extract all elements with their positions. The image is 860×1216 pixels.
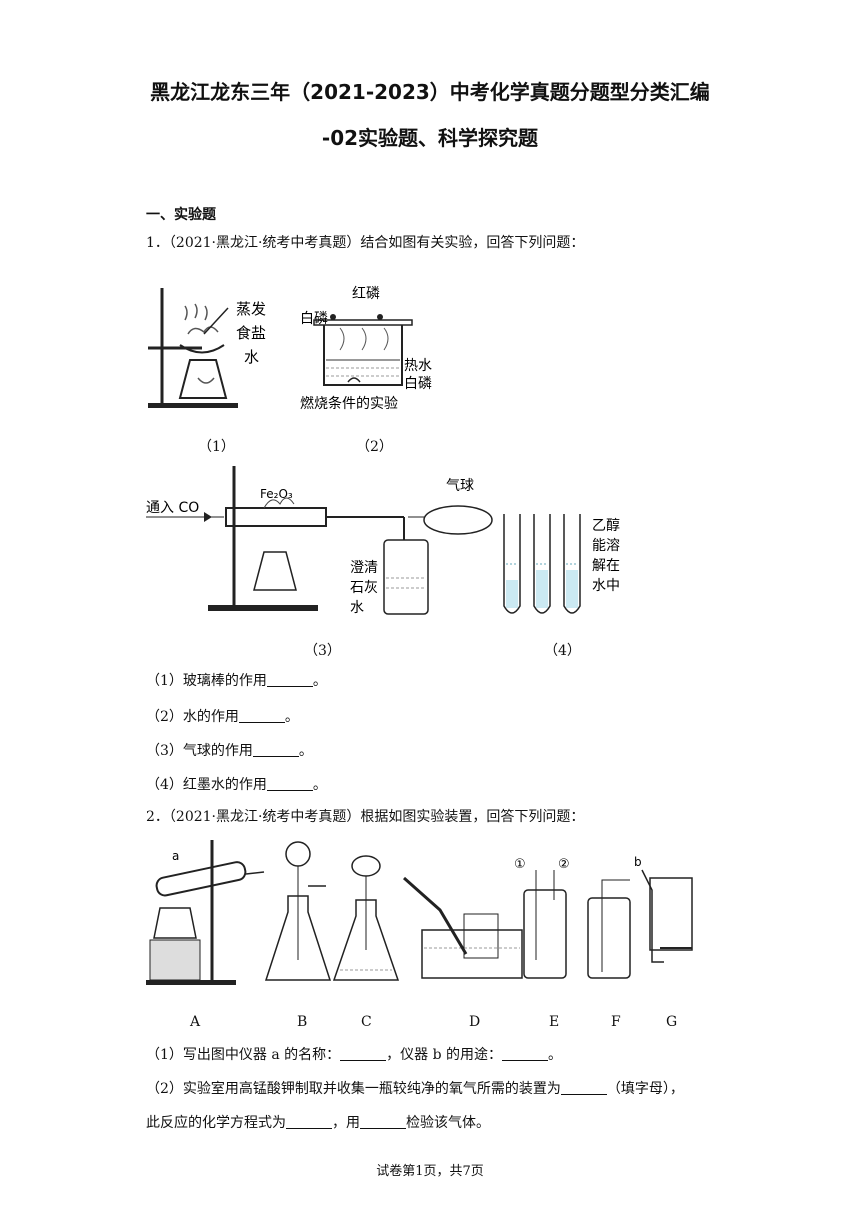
caption-fig2: （2） <box>356 439 393 455</box>
label-circle-2: ② <box>558 857 570 872</box>
answer-blank[interactable] <box>360 1114 406 1129</box>
answer-blank[interactable] <box>266 776 313 791</box>
page-subtitle: -02实验题、科学探究题 <box>321 126 539 150</box>
q2-sub2: （2）实验室用高锰酸钾制取并收集一瓶较纯净的氧气所需的装置为（填字母）， <box>146 1080 684 1097</box>
label-D: D <box>469 1014 481 1030</box>
caption-fig4: （4） <box>544 643 581 659</box>
label-lime-2: 石灰 <box>350 580 378 596</box>
label-lime-1: 澄清 <box>350 560 378 576</box>
caption-fig3: （3） <box>304 643 341 659</box>
answer-blank[interactable] <box>502 1046 549 1061</box>
answer-blank[interactable] <box>286 1114 332 1129</box>
q1-sub4: （4）红墨水的作用。 <box>146 776 327 793</box>
answer-blank[interactable] <box>252 742 299 757</box>
label-white-p: 白磷 <box>300 311 328 327</box>
label-lime-3: 水 <box>350 600 364 616</box>
answer-blank[interactable] <box>238 708 285 723</box>
label-B: B <box>297 1014 308 1030</box>
q1-sub3: （3）气球的作用。 <box>146 742 313 759</box>
answer-blank[interactable] <box>340 1046 387 1061</box>
q1-sub2: （2）水的作用。 <box>146 708 299 725</box>
label-a: a <box>172 849 179 863</box>
label-salt: 食盐 <box>236 324 266 342</box>
label-evap: 蒸发 <box>236 300 266 318</box>
question-2-stem: 2．（2021·黑龙江·统考中考真题）根据如图实验装置，回答下列问题： <box>146 809 585 825</box>
q1-sub1: （1）玻璃棒的作用。 <box>146 672 327 689</box>
question-1-stem: 1．（2021·黑龙江·统考中考真题）结合如图有关实验，回答下列问题： <box>146 235 585 251</box>
label-red-p: 红磷 <box>352 286 380 302</box>
figure-combustion: 红磷 白磷 热水 白磷 燃烧条件的实验 <box>300 286 432 412</box>
q2-sub1: （1）写出图中仪器 a 的名称：，仪器 b 的用途：。 <box>146 1046 563 1063</box>
figure-evaporation: 蒸发 食盐 水 <box>148 288 266 408</box>
label-ethanol-2: 能溶 <box>592 538 620 554</box>
figure-test-tubes: 乙醇 能溶 解在 水中 <box>503 514 620 614</box>
label-fig2-title: 燃烧条件的实验 <box>300 395 398 412</box>
label-C: C <box>361 1014 372 1030</box>
label-co: 通入 CO <box>146 500 199 516</box>
label-F: F <box>611 1014 621 1030</box>
label-G: G <box>666 1014 678 1030</box>
label-b: b <box>634 855 642 869</box>
page-footer: 试卷第1页，共7页 <box>376 1164 484 1179</box>
answer-blank[interactable] <box>560 1080 607 1095</box>
label-fe2o3: Fe₂O₃ <box>260 487 293 501</box>
label-ethanol-1: 乙醇 <box>592 517 620 534</box>
label-white-p2: 白磷 <box>404 376 432 392</box>
label-water: 水 <box>244 348 259 366</box>
q2-sub2b: 此反应的化学方程式为，用检验该气体。 <box>146 1114 490 1131</box>
label-ethanol-4: 水中 <box>592 578 620 594</box>
label-ethanol-3: 解在 <box>592 558 620 574</box>
label-hot-water: 热水 <box>404 358 432 374</box>
answer-blank[interactable] <box>266 672 313 687</box>
label-E: E <box>549 1014 560 1030</box>
page-title: 黑龙江龙东三年（2021-2023）中考化学真题分题型分类汇编 <box>150 80 710 104</box>
label-A: A <box>190 1014 201 1030</box>
figure-apparatus: a ① ② b <box>146 840 693 985</box>
label-circle-1: ① <box>514 857 526 872</box>
label-balloon: 气球 <box>446 478 474 494</box>
caption-fig1: （1） <box>198 439 235 455</box>
section-heading: 一、实验题 <box>146 207 216 223</box>
figure-co-reduction: 通入 CO Fe₂O₃ 气球 澄清 石灰 水 <box>146 466 493 616</box>
